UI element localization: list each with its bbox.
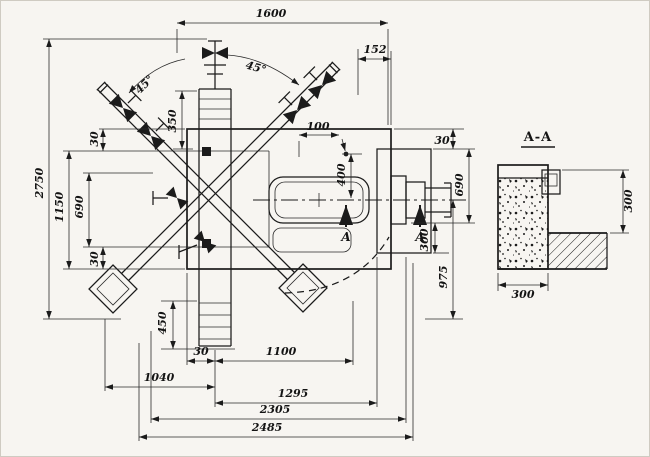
machine-bed-outline — [186, 128, 392, 270]
dim-label: 30 — [434, 134, 450, 147]
ground-soil — [498, 232, 608, 270]
dim-left-mid: 1150 — [53, 150, 187, 270]
pit-outline — [376, 148, 432, 254]
dim-base-2485: 2485 — [138, 263, 414, 441]
dim-section-depth: 300 — [562, 169, 635, 234]
dim-top-right-offset: 152 — [357, 43, 392, 125]
dim-mast-top: 350 — [166, 90, 197, 150]
valve-icon — [202, 47, 228, 59]
dim-label: 300 — [418, 228, 431, 251]
valve-icon — [178, 230, 217, 259]
dim-label: 30 — [88, 251, 101, 267]
vent-stack — [202, 40, 228, 89]
dim-angle-right: 45° — [226, 54, 300, 86]
dim-label: 30 — [88, 131, 101, 147]
swing-arc — [284, 236, 390, 294]
dim-overall-height: 2750 — [33, 38, 207, 320]
section-title: A-A — [523, 130, 553, 145]
dim-label: 30 — [193, 345, 209, 358]
rail-fixture — [541, 169, 561, 195]
section-view: A-A 300 300 — [497, 130, 635, 301]
dim-right-lower: 975 — [425, 200, 463, 320]
valve-icon — [108, 89, 142, 123]
dim-label: 100 — [307, 120, 330, 133]
dim-label: 690 — [453, 173, 466, 196]
diagonal-ducts — [96, 61, 341, 281]
dim-base-gap: 30 — [186, 273, 216, 407]
dim-base-1040: 1040 — [104, 319, 215, 391]
section-cut-label: A — [340, 230, 350, 244]
dim-left-gap-top: 30 — [88, 128, 185, 151]
hopper-lower-right — [278, 263, 328, 313]
dim-label: 300 — [622, 189, 635, 212]
section-cut-marks: A A — [339, 205, 427, 244]
plan-view: A A 1600 152 45° — [33, 7, 475, 441]
dim-top-width: 1600 — [176, 7, 389, 125]
dim-base-1100: 1100 — [215, 301, 354, 365]
dim-label: 2305 — [259, 403, 291, 416]
machine-bed — [186, 128, 392, 270]
dim-label: 45° — [133, 73, 157, 97]
anchor-block-icon — [202, 147, 211, 156]
vessel — [253, 176, 469, 253]
dim-right-span: 690 — [411, 148, 475, 224]
dimensions: 1600 152 45° 45° 350 — [33, 7, 475, 441]
dim-label: 1295 — [278, 387, 309, 400]
dim-label: 350 — [166, 109, 179, 132]
dim-label: 2485 — [251, 421, 283, 434]
dim-label: 400 — [335, 163, 348, 186]
dim-top-right-gap: 30 — [394, 128, 464, 149]
valve-icon — [152, 186, 189, 210]
dim-label: 975 — [437, 266, 450, 289]
vessel-support — [272, 227, 352, 253]
foundation-pier — [497, 164, 549, 270]
mast-column — [198, 88, 232, 347]
dim-vessel-height: 400 — [335, 153, 362, 198]
dim-label: 2750 — [33, 167, 46, 199]
dim-label: 152 — [364, 43, 387, 56]
dim-base-1295: 1295 — [215, 257, 378, 407]
dim-right-offset: 300 — [418, 223, 449, 254]
valve-icon — [278, 91, 312, 125]
section-cut-label: A — [414, 230, 424, 244]
dim-label: 690 — [73, 195, 86, 218]
dim-label: 1100 — [266, 345, 297, 358]
dim-section-width: 300 — [497, 273, 549, 301]
dim-label: 300 — [512, 288, 535, 301]
dim-trunnion: 100 — [298, 120, 339, 157]
dim-label: 1150 — [53, 191, 66, 222]
dim-mast-bottom: 450 — [156, 300, 235, 350]
dim-label: 1600 — [256, 7, 287, 20]
dim-label: 1040 — [144, 371, 175, 384]
dim-left-inner: 690 — [73, 172, 187, 248]
hopper-lower-left — [88, 264, 138, 314]
dim-label: 450 — [156, 311, 169, 334]
dim-left-gap-bottom: 30 — [88, 247, 106, 269]
valve-icon — [303, 66, 337, 100]
dim-label: 45° — [244, 59, 267, 77]
dim-base-2305: 2305 — [150, 257, 407, 423]
